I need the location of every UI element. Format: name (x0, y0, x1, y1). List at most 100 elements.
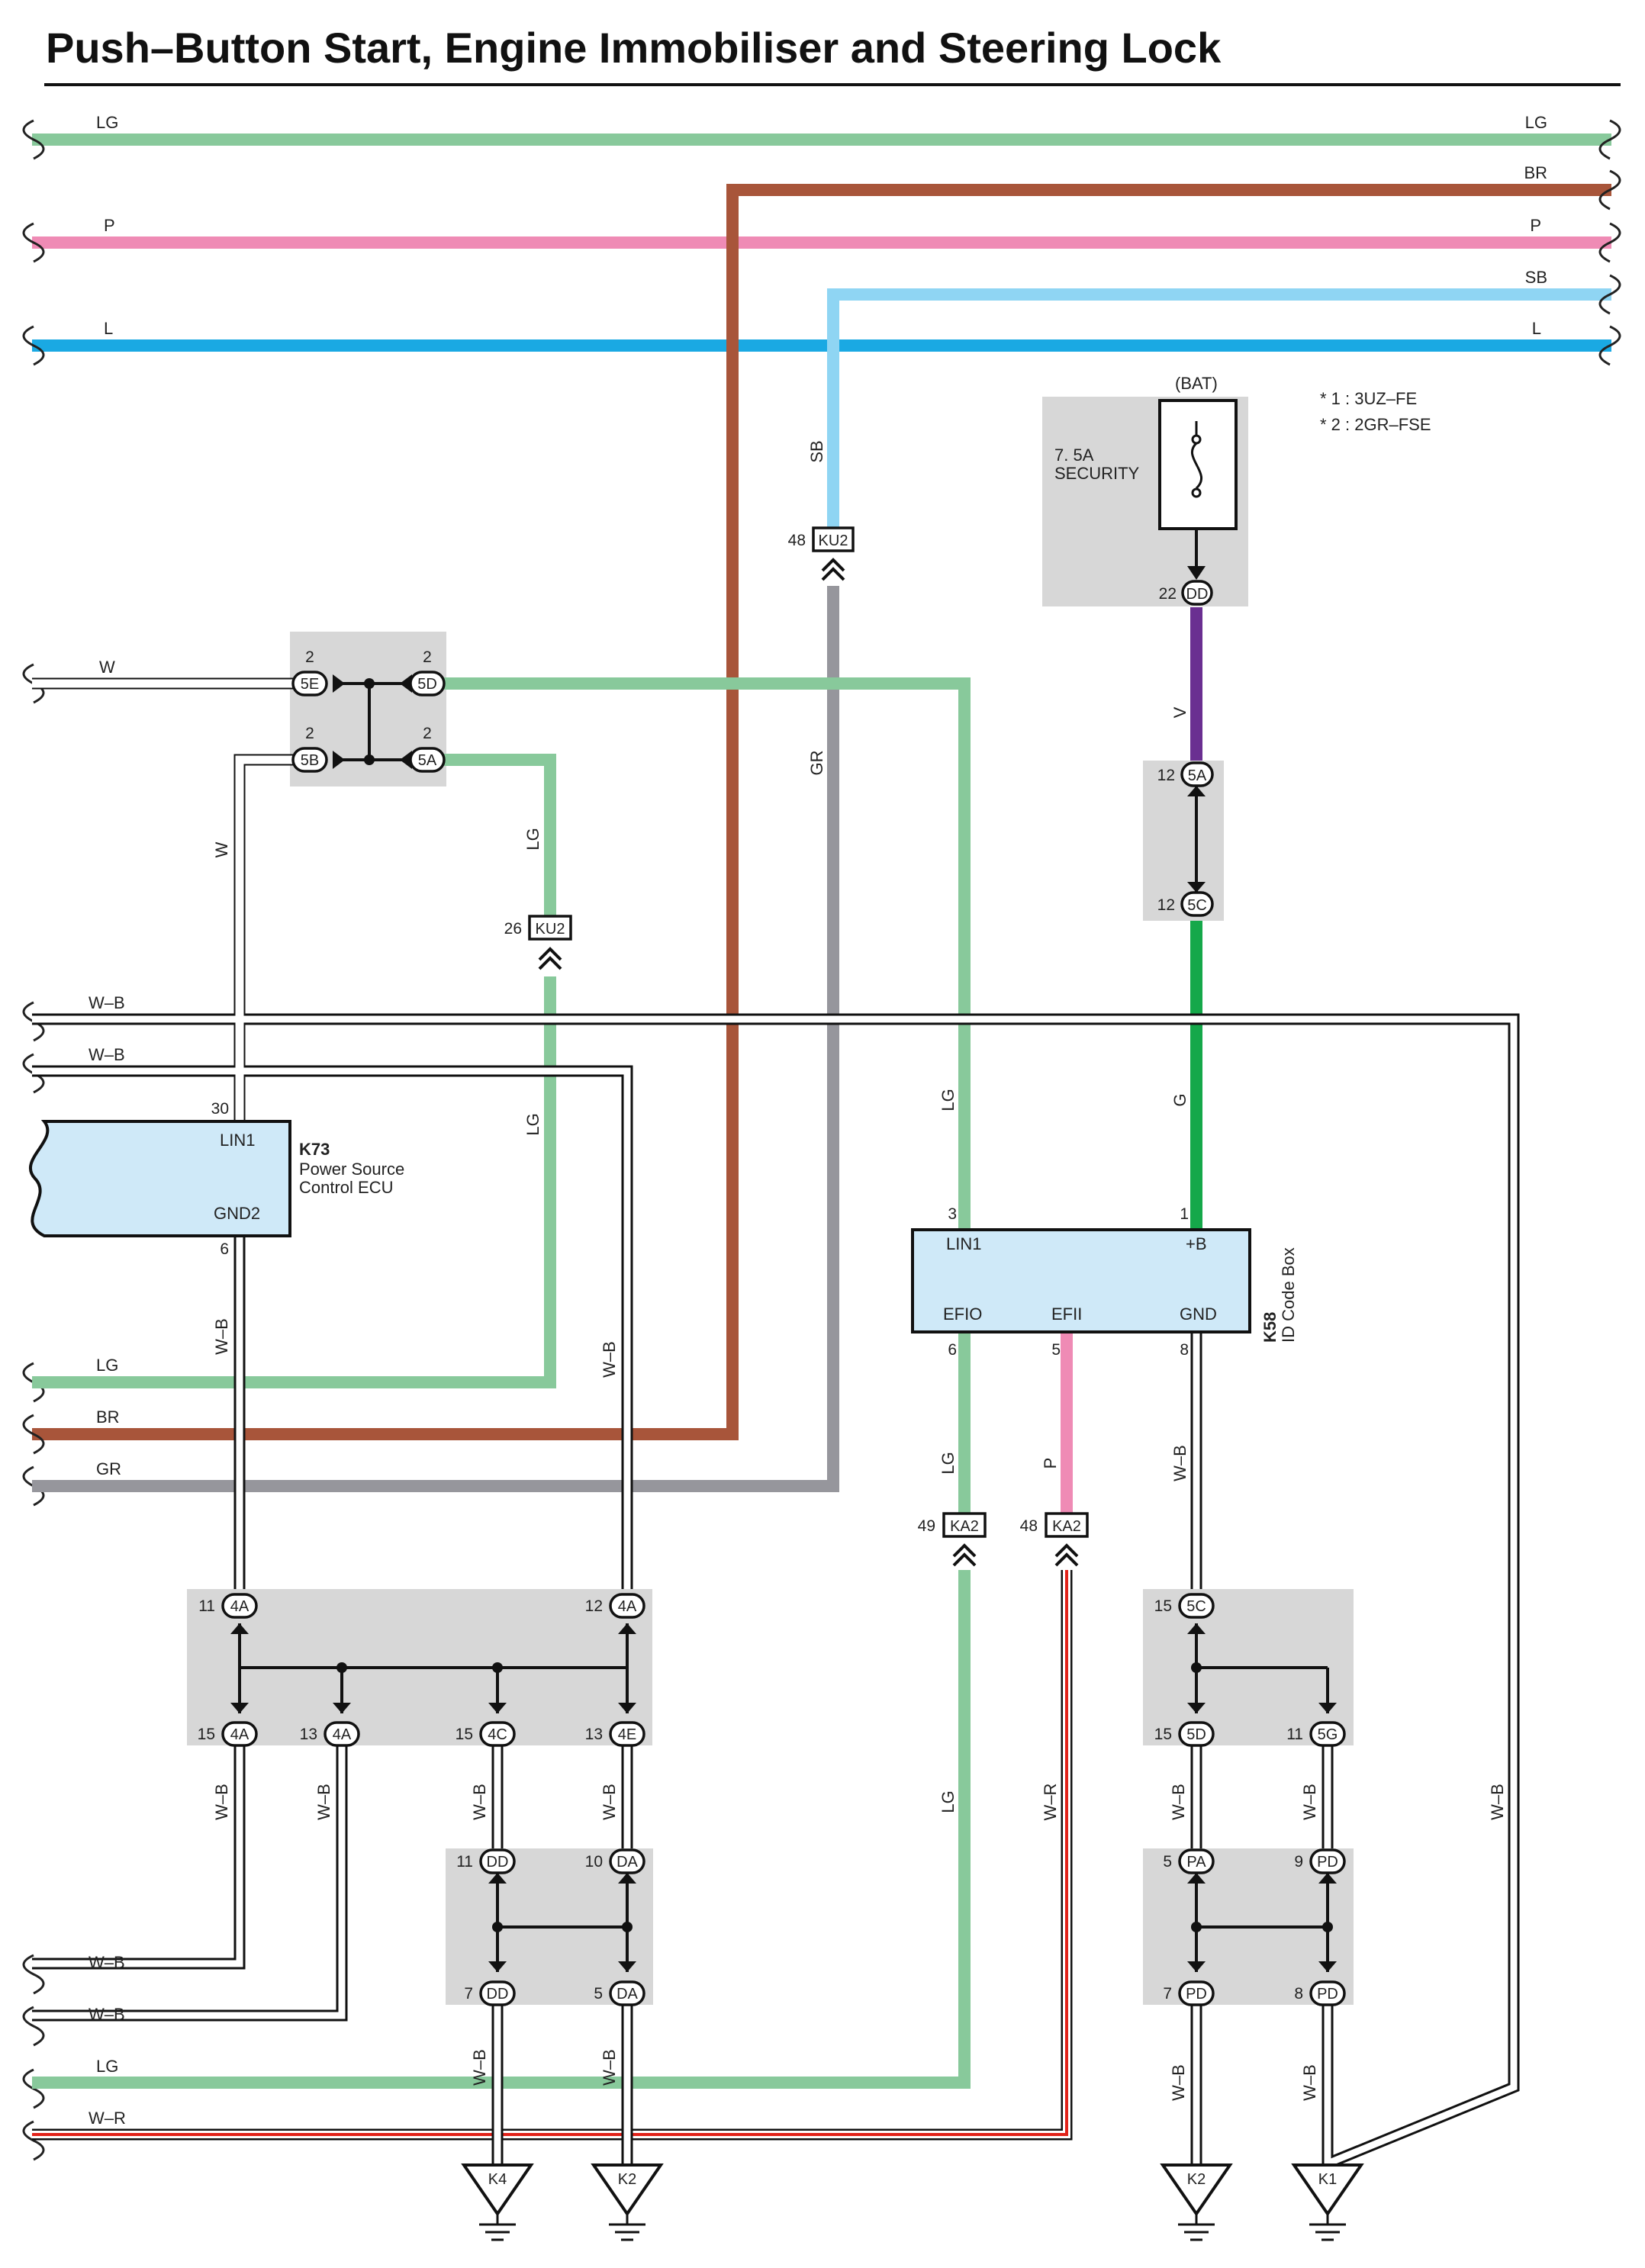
fuse-connector-id: DD (1186, 586, 1209, 603)
ku2-b-name: KU2 (819, 532, 848, 549)
connector-id: 4A (230, 1726, 249, 1743)
wire-label: W–B (600, 1341, 619, 1378)
colored-wires (32, 586, 1202, 2089)
bus-label-lg-right: LG (1525, 113, 1547, 132)
wire-label: W–B (600, 1784, 619, 1820)
wire-label: GR (96, 1459, 121, 1478)
pin-oval (409, 671, 446, 696)
arrow-up (618, 1873, 636, 1884)
pin-number: 9 (1294, 1853, 1303, 1871)
connector-id: 4A (618, 1598, 637, 1615)
junction-dots (336, 678, 1333, 1932)
ecu-boxes (28, 1120, 1251, 1333)
connector-id: DA (616, 1986, 638, 2003)
wire-label: W–B (600, 2049, 619, 2086)
break-mark (1598, 169, 1621, 211)
arrow-up (1318, 1873, 1337, 1884)
ground-k2-right (1160, 2163, 1233, 2241)
wire-label: SB (807, 440, 826, 462)
connector-ka2-b (1045, 1512, 1089, 1538)
ground-triangle (1160, 2163, 1233, 2217)
arrow-down (488, 1961, 507, 1972)
bus-label-p-right: P (1530, 216, 1541, 235)
k58-pin-num: 1 (1180, 1205, 1189, 1223)
junction-dot (622, 1922, 633, 1932)
connector-id: 5A (418, 752, 437, 769)
arrow-up (1187, 1623, 1206, 1634)
wire-label: LG (96, 1356, 118, 1375)
pin-number: 12 (1157, 896, 1175, 914)
arrow-down (618, 1961, 636, 1972)
wire-w-fill (235, 755, 304, 1121)
k73-ecu-box (28, 1120, 291, 1237)
k58-code: K58 (1260, 1312, 1280, 1343)
wire-label: V (1170, 706, 1189, 718)
bus-label-p-left: P (104, 216, 115, 235)
pin-number: 2 (423, 725, 432, 742)
break-mark (22, 119, 45, 160)
wire-label: W–B (212, 1318, 231, 1355)
arrow-down (618, 1703, 636, 1713)
wire-lg-lin1 (427, 677, 971, 1228)
arrow-up (1187, 1873, 1206, 1884)
pin-oval (609, 1848, 645, 1874)
pin-number: 7 (1163, 1985, 1172, 2003)
pin-number: 15 (1154, 1726, 1172, 1743)
connector-id: 5E (301, 676, 319, 693)
junction-dot (364, 754, 375, 765)
pin-oval (479, 1848, 516, 1874)
pin-oval (1180, 761, 1214, 787)
break-mark (22, 2120, 45, 2161)
arrow-down (333, 1703, 351, 1713)
pin-number: 15 (1154, 1597, 1172, 1615)
junction-dot (1322, 1922, 1333, 1932)
arrow-down (1318, 1961, 1337, 1972)
wire-lg-ku2 (427, 754, 556, 923)
wire-label: LG (938, 1452, 958, 1474)
bus-label-l-left: L (104, 319, 113, 338)
connector-id: 5C (1187, 897, 1207, 914)
pin-number: 15 (198, 1726, 215, 1743)
arrow-up (1187, 786, 1206, 796)
arrow-up (618, 1623, 636, 1634)
inline-connectors (528, 526, 1089, 1567)
arrow-down (1318, 1703, 1337, 1713)
break-mark (22, 325, 45, 366)
wire-label: W (212, 841, 231, 857)
connector-id: 5G (1318, 1726, 1338, 1743)
wire-label: W–B (1488, 1784, 1507, 1820)
bus-label-sb-right: SB (1525, 268, 1547, 287)
wire-label: W–B (470, 1784, 489, 1820)
k73-name-line2: Control ECU (299, 1178, 393, 1197)
connector-ka2-a (942, 1512, 987, 1538)
ka2-b-name: KA2 (1052, 1518, 1081, 1535)
pin-number: 12 (1157, 767, 1175, 784)
wire-label: W–B (89, 1045, 125, 1064)
wire-label: G (1170, 1093, 1189, 1106)
pin-oval (609, 1593, 645, 1619)
fuse-body (1158, 399, 1238, 530)
break-mark (1598, 222, 1621, 263)
break-mark (1598, 274, 1621, 315)
pin-number: 11 (198, 1597, 215, 1615)
wire-label: LG (523, 828, 542, 850)
pin-oval (291, 747, 328, 773)
connector-id: 5A (1188, 767, 1207, 784)
pin-oval (409, 747, 446, 773)
chevron-up-icon (1054, 1543, 1079, 1567)
pin-number: 11 (1286, 1726, 1303, 1743)
wire-label: W–B (1169, 2064, 1188, 2101)
junction-dot (1191, 1922, 1202, 1932)
connector-id: PD (1186, 1986, 1207, 2003)
ground-k1 (1291, 2163, 1364, 2241)
wire-sb (827, 288, 1611, 534)
wire-label: W–R (89, 2109, 126, 2128)
pin-number: 5 (1163, 1853, 1172, 1871)
bus-label-l-right: L (1532, 319, 1541, 338)
arrow-up (488, 1873, 507, 1884)
ka2-b-pin: 48 (1020, 1517, 1038, 1535)
connector-id: 4A (333, 1726, 352, 1743)
pin-oval (1309, 1721, 1346, 1747)
k58-pin-num: 3 (948, 1205, 957, 1223)
wire-lg-out (32, 1570, 971, 2089)
